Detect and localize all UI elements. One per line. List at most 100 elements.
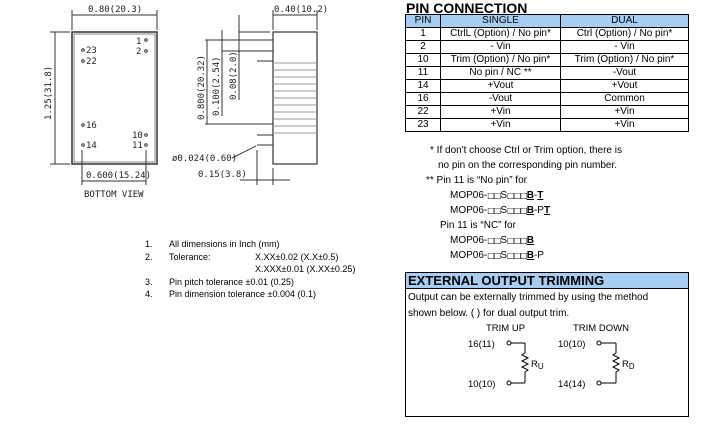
placeholder-box: □: [513, 236, 522, 245]
placeholder-box: □: [520, 251, 528, 260]
model-number: MOP06-□□S□□□B-P: [430, 248, 622, 263]
single-function: +Vin: [440, 118, 561, 132]
placeholder-box: □: [507, 251, 515, 260]
note-text: Pin pitch tolerance ±0.01 (0.25): [169, 276, 295, 287]
depth-dim: 0.40(10.2): [274, 5, 328, 15]
trimming-title: EXTERNAL OUTPUT TRIMMING: [406, 273, 688, 289]
model-part: T: [543, 205, 551, 216]
pin-number: 2: [405, 40, 441, 54]
trim-up-label: TRIM UP: [486, 323, 525, 334]
width-dim: 0.80(20.3): [88, 5, 142, 15]
table-row: 22+Vin+Vin: [405, 105, 689, 119]
pin-label: 22: [86, 57, 97, 67]
pin-row-dim: 0.800(20.32): [197, 55, 207, 120]
model-part: MOP06-: [450, 205, 488, 216]
placeholder-box: □: [513, 206, 522, 215]
single-function: -Vout: [440, 92, 561, 106]
model-number: MOP06-□□S□□□B-PT: [430, 203, 622, 218]
single-function: Trim (Option) / No pin*: [440, 53, 561, 67]
single-function: - Vin: [440, 40, 561, 54]
pin-label: 10: [132, 131, 143, 141]
model-part: B: [526, 205, 534, 216]
model-part: MOP06-: [450, 235, 488, 246]
model-part: P: [537, 205, 544, 216]
pin-label: 11: [132, 141, 143, 151]
pitch-dim: 0.100(2.54): [212, 56, 222, 116]
header-single: SINGLE: [440, 14, 561, 28]
model-part: T: [537, 190, 544, 201]
model-part: MOP06-: [450, 190, 488, 201]
trim-up-top-pin: 16(11): [468, 339, 495, 350]
pin-number: 14: [405, 79, 441, 93]
placeholder-box: □: [507, 236, 515, 245]
dual-function: -Vout: [560, 66, 689, 80]
resistor-ru-label: RU: [531, 359, 544, 371]
trimming-text: shown below. ( ) for dual output trim.: [408, 308, 570, 319]
model-part: B: [526, 235, 534, 246]
note-number: 2.: [145, 251, 153, 262]
trim-circuit-diagram: TRIM UP TRIM DOWN 16(11) 10(10) 10(10) 1…: [468, 323, 635, 390]
placeholder-box: □: [487, 206, 495, 215]
resistor-rd-label: RD: [622, 359, 635, 371]
dual-function: - Vin: [560, 40, 689, 54]
height-dim: 1.25(31.8): [44, 66, 54, 120]
trim-down-label: TRIM DOWN: [573, 323, 629, 334]
single-function: +Vin: [440, 105, 561, 119]
dual-function: +Vin: [560, 105, 689, 119]
placeholder-box: □: [493, 206, 502, 215]
note-line: * If don't choose Ctrl or Trim option, t…: [430, 145, 622, 156]
pin-connection-title: PIN CONNECTION: [406, 0, 528, 16]
pin-length-dim: 0.15(3.8): [198, 170, 247, 180]
note-text: Tolerance:: [169, 251, 211, 262]
dual-function: +Vout: [560, 79, 689, 93]
placeholder-box: □: [493, 236, 502, 245]
trim-down-top-pin: 10(10): [558, 339, 585, 350]
model-part: -: [533, 250, 538, 261]
tolerance-value: X.XXX±0.01 (X.XX±0.25): [255, 264, 356, 274]
header-pin: PIN: [405, 14, 441, 28]
placeholder-box: □: [507, 206, 515, 215]
model-number: MOP06-□□S□□□B-T: [430, 188, 622, 203]
note-line: no pin on the corresponding pin number.: [438, 160, 618, 171]
pin-number: 22: [405, 105, 441, 119]
model-part: B: [526, 190, 534, 201]
model-part: S: [500, 190, 508, 201]
mechanical-drawing: 0.80(20.3) 1.25(31.8) 0.600(15.24) BOTTO…: [44, 5, 328, 200]
model-part: B: [526, 250, 534, 261]
single-function: No pin / NC **: [440, 66, 561, 80]
pin-label: 2: [136, 47, 141, 57]
placeholder-box: □: [487, 251, 495, 260]
offset-dim: 0.08(2.0): [229, 51, 239, 100]
model-part: -: [533, 190, 538, 201]
placeholder-box: □: [487, 191, 495, 200]
header-dual: DUAL: [560, 14, 689, 28]
bottom-view-label: BOTTOM VIEW: [84, 190, 144, 200]
pin-span-dim: 0.600(15.24): [86, 171, 151, 181]
external-output-trimming-section: EXTERNAL OUTPUT TRIMMING Output can be e…: [405, 272, 689, 417]
pin-number: 10: [405, 53, 441, 67]
pin-label: 23: [86, 46, 97, 56]
placeholder-box: □: [493, 191, 502, 200]
placeholder-box: □: [520, 191, 528, 200]
tolerance-value: X.XX±0.02 (X.X±0.5): [255, 251, 339, 262]
pin-diameter-dim: ø0.024(0.60): [172, 154, 237, 164]
model-number: MOP06-□□S□□□B: [430, 233, 622, 248]
placeholder-box: □: [520, 236, 528, 245]
placeholder-box: □: [513, 191, 522, 200]
table-row: 2- Vin- Vin: [405, 40, 689, 54]
dual-function: +Vin: [560, 118, 689, 132]
placeholder-box: □: [507, 191, 515, 200]
model-part: P: [537, 250, 544, 261]
pin-number: 1: [405, 27, 441, 41]
placeholder-box: □: [520, 206, 528, 215]
dual-function: Common: [560, 92, 689, 106]
model-part: S: [500, 235, 508, 246]
trim-down-bottom-pin: 14(14): [558, 379, 585, 390]
note-number: 4.: [145, 289, 153, 299]
model-part: -: [533, 205, 538, 216]
note-text: Pin dimension tolerance ±0.004 (0.1): [169, 289, 317, 299]
placeholder-box: □: [487, 236, 495, 245]
